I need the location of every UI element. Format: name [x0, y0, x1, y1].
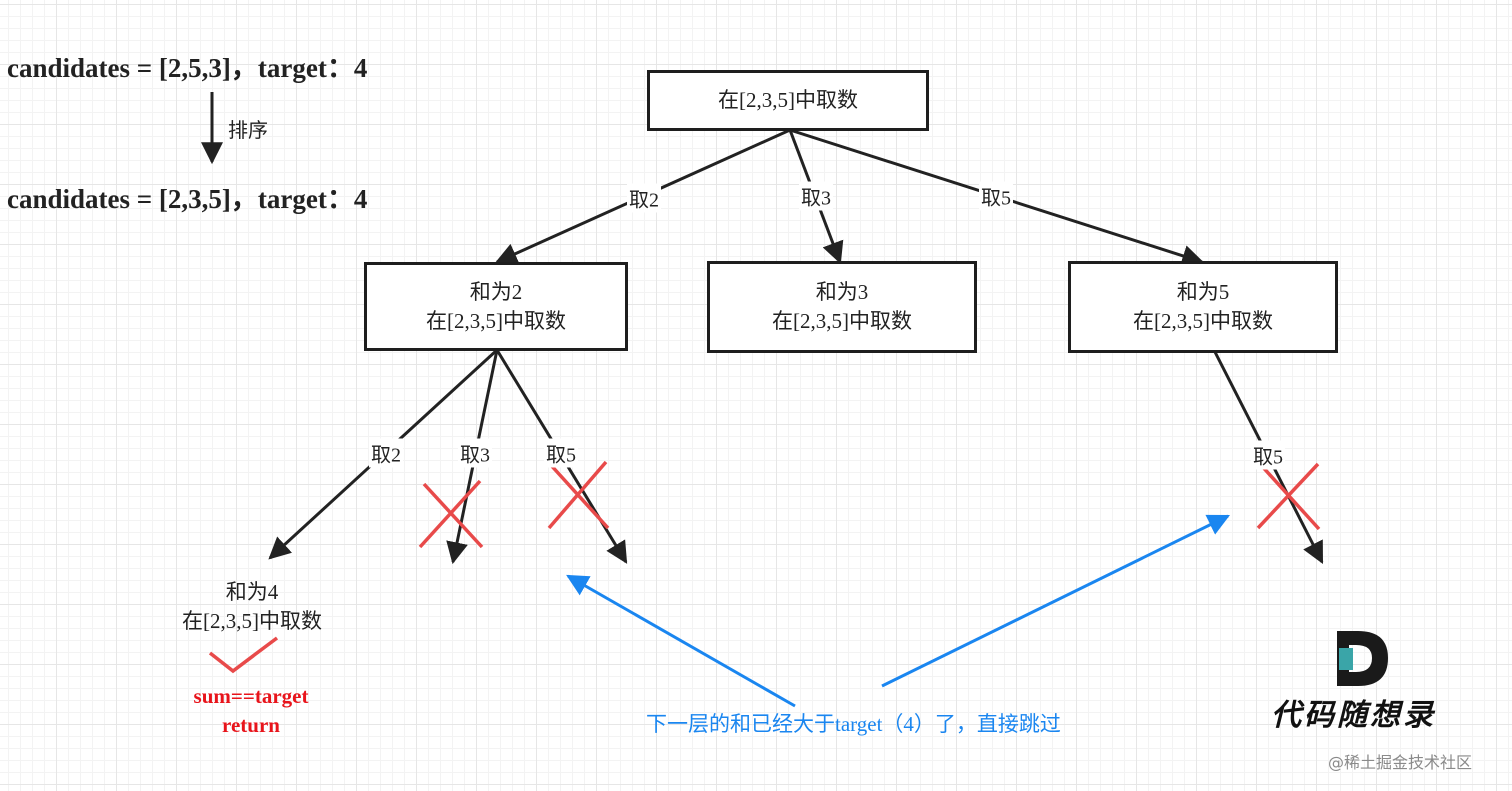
- result-line1: sum==target: [193, 684, 309, 708]
- edge-label-take2: 取2: [627, 183, 661, 213]
- edge-label-right-take5: 取5: [1251, 440, 1285, 470]
- result-line2: return: [222, 713, 280, 737]
- tree-node-sum5: 和为5 在[2,3,5]中取数: [1068, 261, 1338, 353]
- tree-leaf-sum4: 和为4 在[2,3,5]中取数: [160, 578, 344, 636]
- candidates-sorted: candidates = [2,3,5]，target：4: [7, 184, 368, 214]
- node-sum2-line2: 在[2,3,5]中取数: [426, 308, 566, 333]
- node-sum5-line2: 在[2,3,5]中取数: [1133, 309, 1273, 333]
- edge-label-l2-take2: 取2: [369, 438, 403, 468]
- cross-mark-take3: [418, 479, 484, 549]
- logo-d-icon: [1337, 631, 1388, 686]
- candidates-original: candidates = [2,5,3]，target：4: [7, 53, 368, 83]
- edge-label-l2-take3: 取3: [458, 438, 492, 468]
- logo-text: 代码随想录: [1271, 698, 1436, 733]
- sort-label: 排序: [228, 120, 268, 142]
- node-sum3-line2: 在[2,3,5]中取数: [772, 309, 912, 333]
- watermark: @稀土掘金技术社区: [1328, 753, 1473, 772]
- note-arrow-right: [881, 514, 1230, 688]
- check-mark: [208, 636, 279, 674]
- leaf-line2: 在[2,3,5]中取数: [182, 609, 322, 633]
- note-arrow-left: [566, 574, 796, 708]
- tree-root-node: 在[2,3,5]中取数: [647, 70, 929, 131]
- edge-label-l2-take5: 取5: [544, 438, 578, 468]
- cross-mark-take5: [547, 460, 610, 530]
- node-sum3-line1: 和为3: [815, 280, 869, 304]
- tree-node-sum3: 和为3 在[2,3,5]中取数: [707, 261, 977, 353]
- edge-label-take5: 取5: [979, 181, 1013, 211]
- skip-note: 下一层的和已经大于target（4）了，直接跳过: [646, 712, 1061, 736]
- node-sum5-line1: 和为5: [1176, 280, 1230, 304]
- root-node-label: 在[2,3,5]中取数: [718, 88, 858, 112]
- result-text: sum==target return: [170, 682, 332, 740]
- edge-label-take3: 取3: [799, 181, 833, 211]
- node-sum2-line1: 和为2: [469, 279, 523, 304]
- leaf-line1: 和为4: [225, 580, 279, 604]
- cross-mark-right-take5: [1256, 462, 1321, 531]
- tree-node-sum2: 和为2 在[2,3,5]中取数: [364, 262, 628, 351]
